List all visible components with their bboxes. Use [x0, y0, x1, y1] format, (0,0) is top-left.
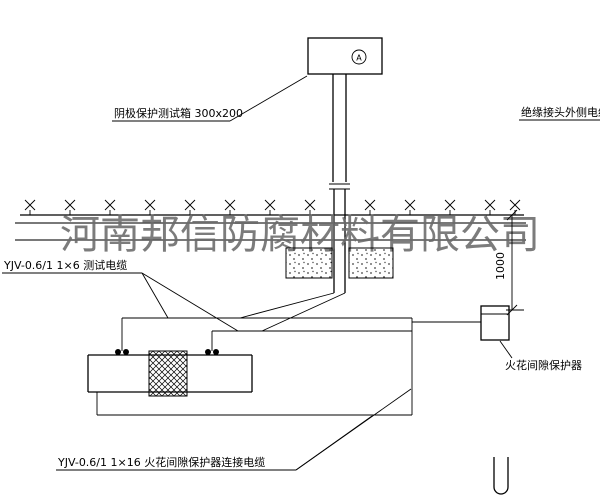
concrete-block	[348, 247, 394, 279]
label-spark-gap: 火花间隙保护器	[499, 340, 582, 372]
test-box-assembly: A	[307, 37, 383, 75]
test-box-label: 阴极保护测试箱 300x200	[114, 106, 243, 120]
weld-dots	[115, 349, 219, 355]
concrete-blocks	[285, 247, 394, 279]
leader-line	[141, 272, 239, 332]
leader-line	[229, 75, 308, 122]
weld-dot	[213, 349, 219, 355]
protector-box	[480, 305, 510, 341]
test-cable-runs	[121, 292, 412, 351]
insulating-wrap	[148, 350, 188, 397]
conduit	[329, 74, 350, 293]
ammeter-symbol-circle	[351, 49, 367, 65]
dimension-tick	[506, 209, 518, 221]
dimension-text: 1000	[494, 252, 507, 280]
test-box	[307, 37, 383, 75]
test-cable-label: YJV-0.6/1 1×6 测试电缆	[3, 259, 127, 272]
label-test-box: 阴极保护测试箱 300x200	[112, 75, 308, 122]
leader-line	[499, 340, 513, 359]
label-outer-cable: 绝缘接头外侧电缆	[519, 105, 600, 121]
spark-gap-label: 火花间隙保护器	[505, 358, 582, 372]
leader-line	[295, 388, 412, 471]
weld-dot	[115, 349, 121, 355]
pipe-riser-symbol	[493, 457, 509, 495]
weld-dot	[123, 349, 129, 355]
label-connection-cable: YJV-0.6/1 1×16 火花间隙保护器连接电缆	[56, 388, 412, 471]
pipeline	[87, 350, 253, 397]
ammeter-symbol-letter: A	[356, 54, 362, 63]
dimension-1000: 1000	[494, 209, 524, 316]
label-test-cable: YJV-0.6/1 1×6 测试电缆	[2, 259, 239, 332]
connection-cable-label: YJV-0.6/1 1×16 火花间隙保护器连接电缆	[57, 455, 265, 469]
leader-line	[141, 272, 169, 319]
protector-cable-run	[96, 318, 481, 416]
weld-dot	[205, 349, 211, 355]
watermark: 河南邦信防腐材料有限公司	[15, 212, 540, 258]
concrete-block	[285, 247, 333, 279]
outer-cable-label: 绝缘接头外侧电缆	[521, 105, 600, 119]
